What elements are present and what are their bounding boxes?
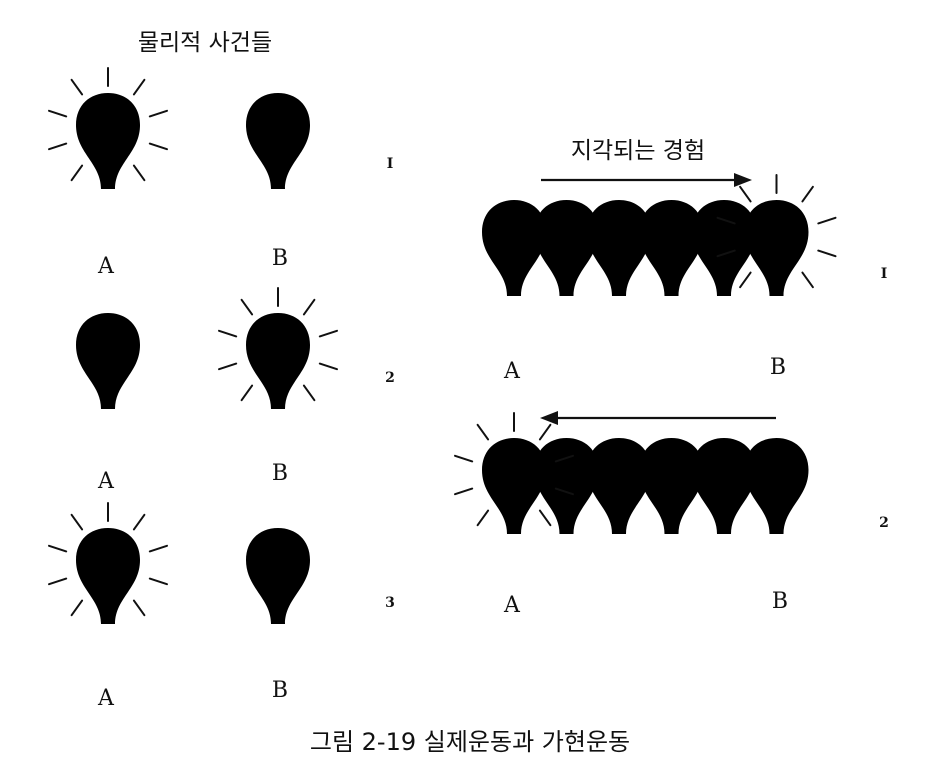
- bulb-a-label: A: [97, 469, 115, 494]
- row-number: I: [881, 266, 888, 282]
- light-rays-icon: [218, 287, 338, 402]
- bulb-intermediate: [744, 438, 809, 562]
- bulb-b-label: B: [272, 461, 288, 486]
- perceived-experience-column: A B I A B 2: [454, 174, 889, 618]
- bulb-b: [246, 528, 310, 652]
- bulb-a: [48, 67, 168, 217]
- bulb-intermediate: [639, 200, 704, 324]
- bulb-b: [218, 287, 338, 437]
- figure-caption: 그림 2-19 실제운동과 가현운동: [310, 728, 630, 756]
- bulb-b-label: B: [272, 246, 288, 271]
- bulb-intermediate: [482, 200, 546, 324]
- bulb-a: [76, 313, 140, 437]
- arrow-left-icon: [540, 411, 776, 425]
- bulb-b-label: B: [772, 589, 788, 614]
- bulb-a: [48, 502, 168, 652]
- bulb-a: [454, 412, 574, 562]
- bulb-intermediate: [534, 438, 599, 562]
- bulb-a-label: A: [97, 254, 115, 279]
- bulb-b-label: B: [770, 355, 786, 380]
- row-number: I: [387, 156, 394, 172]
- row-number: 2: [879, 515, 889, 531]
- bulb-a-label: A: [97, 686, 115, 711]
- bulb-b: [246, 93, 310, 217]
- bulb-intermediate: [692, 438, 756, 562]
- bulb-intermediate: [587, 438, 651, 562]
- row-number: 3: [385, 595, 395, 611]
- bulb-a-label: A: [503, 359, 521, 384]
- heading-perceived-experience: 지각되는 경험: [571, 138, 705, 164]
- light-rays-icon: [454, 412, 574, 527]
- bulb-intermediate: [639, 438, 704, 562]
- bulb-intermediate: [534, 200, 599, 324]
- light-rays-icon: [716, 174, 837, 289]
- light-rays-icon: [48, 502, 168, 617]
- bulb-b-label: B: [272, 678, 288, 703]
- bulb-a-label: A: [503, 593, 521, 618]
- bulb-b: [716, 174, 837, 324]
- bulb-intermediate: [692, 200, 756, 324]
- light-rays-icon: [48, 67, 168, 182]
- bulb-intermediate: [587, 200, 651, 324]
- row-number: 2: [385, 370, 395, 386]
- arrow-right-icon: [541, 173, 752, 187]
- heading-physical-events: 물리적 사건들: [138, 30, 272, 56]
